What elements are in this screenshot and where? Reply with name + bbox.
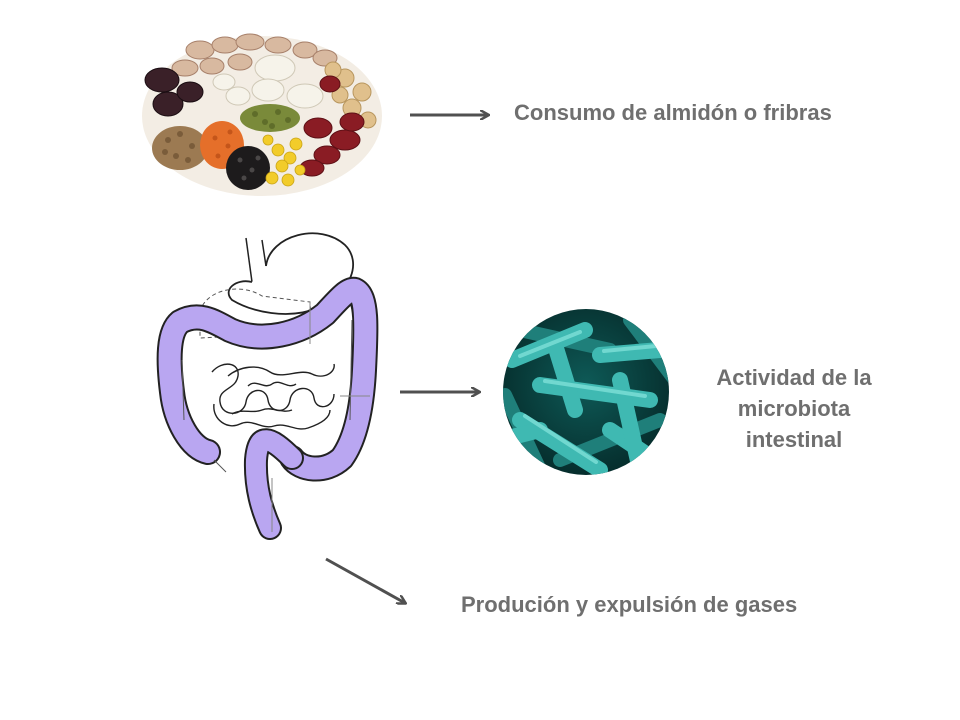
microbiota-label-line: Actividad de la [716,365,872,390]
gases-label: Produción y expulsión de gases [461,592,798,617]
arrow-to-gases [325,557,405,603]
microbiota-label-line: microbiota [737,396,851,421]
bacteria-icon [503,309,669,475]
microbiota-label-line: intestinal [745,427,843,452]
legumes-icon [142,33,382,196]
microbiota-label: Actividad de la microbiota intestinal [684,362,904,455]
digestive-system-icon [156,232,379,540]
consumption-label: Consumo de almidón o fribras [514,100,832,125]
